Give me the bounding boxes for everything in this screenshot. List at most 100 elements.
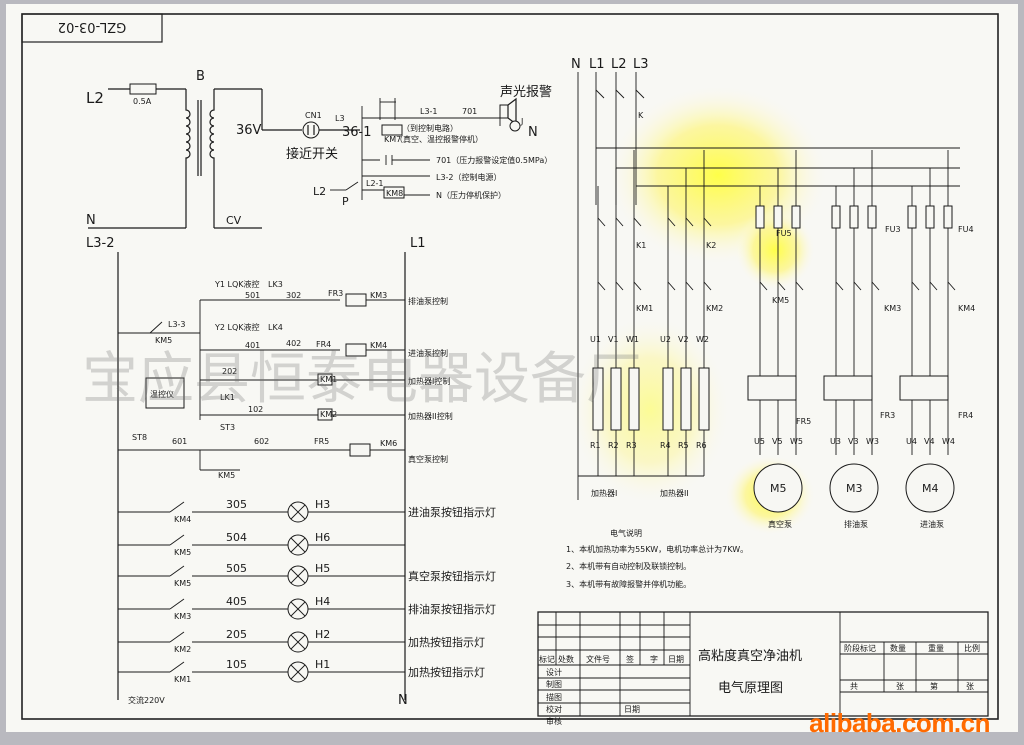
svg-text:L2-1: L2-1 — [366, 179, 384, 188]
svg-text:日期: 日期 — [624, 705, 640, 714]
svg-text:温控仪: 温控仪 — [150, 389, 174, 399]
contactor-contact — [667, 281, 676, 291]
svg-text:接近开关: 接近开关 — [286, 146, 338, 162]
svg-text:N: N — [86, 213, 96, 228]
contactor-contact — [835, 281, 844, 291]
lamp-switch — [169, 501, 185, 513]
svg-text:FR3: FR3 — [328, 289, 343, 298]
svg-text:501: 501 — [245, 291, 260, 300]
lamp-contact-label: KM3 — [174, 612, 191, 621]
svg-text:重量: 重量 — [928, 643, 944, 653]
lamp-wire-number: 505 — [226, 562, 247, 575]
motor-icon — [753, 463, 803, 513]
temperature-controller — [145, 377, 185, 409]
motor-icon — [905, 463, 955, 513]
contactor-contact — [615, 217, 624, 227]
fuse — [773, 205, 783, 229]
motor-label: 进油泵 — [920, 519, 944, 529]
main-switch-contact — [615, 89, 625, 99]
svg-text:FR5: FR5 — [796, 417, 811, 426]
lamp-label: 加热按钮指示灯 — [408, 665, 485, 679]
svg-text:K1: K1 — [636, 241, 646, 250]
svg-text:LK4: LK4 — [268, 323, 283, 332]
svg-text:LK3: LK3 — [268, 280, 283, 289]
lamp-switch — [169, 598, 185, 610]
svg-text:（到控制电路）: （到控制电路） — [402, 123, 458, 133]
lamp-wire-number: 205 — [226, 628, 247, 641]
motor-name: M3 — [846, 482, 863, 495]
motor-terminal: W5 — [790, 437, 803, 446]
motor-label: 真空泵 — [768, 519, 792, 529]
main-power-circuit: N L1 L2 L3 K K1 K2 FU5 FU3 FU4 KM1 KM2 K… — [571, 57, 975, 529]
svg-text:KM4: KM4 — [958, 304, 975, 313]
transformer-primary — [185, 89, 191, 228]
thermal-relay — [899, 375, 949, 401]
lamp-contact-label: KM4 — [174, 515, 191, 524]
svg-text:FU5: FU5 — [776, 229, 792, 238]
svg-text:0.5A: 0.5A — [133, 97, 152, 106]
watermark: 宝应县恒泰电器设备厂 — [82, 347, 642, 412]
svg-text:L3: L3 — [335, 114, 345, 123]
svg-text:L1: L1 — [589, 57, 605, 72]
svg-text:K2: K2 — [706, 241, 716, 250]
heater-resistor — [680, 367, 692, 431]
svg-text:FR4: FR4 — [958, 411, 973, 420]
svg-text:402: 402 — [286, 339, 301, 348]
svg-text:202: 202 — [222, 367, 237, 376]
svg-text:比例: 比例 — [964, 643, 980, 653]
svg-text:共: 共 — [850, 682, 858, 691]
motor-terminal: V4 — [924, 437, 935, 446]
svg-text:描图: 描图 — [546, 692, 562, 702]
resistor-label: R2 — [608, 441, 619, 450]
lamp-label: 真空泵按钮指示灯 — [408, 569, 496, 583]
svg-text:KM2: KM2 — [320, 410, 337, 419]
motor-terminal: V5 — [772, 437, 783, 446]
svg-text:FR4: FR4 — [316, 340, 331, 349]
heater-resistor — [698, 367, 710, 431]
row-drain-pump: 排油泵控制 — [408, 296, 448, 306]
svg-text:校对: 校对 — [546, 704, 562, 714]
svg-text:36-1: 36-1 — [342, 125, 372, 140]
svg-text:加热器I: 加热器I — [591, 488, 617, 498]
svg-text:（真空、温控报警停机）: （真空、温控报警停机） — [395, 134, 483, 144]
terminal-label: W1 — [626, 335, 639, 344]
svg-text:处数: 处数 — [558, 654, 574, 664]
lamp-id: H4 — [315, 595, 330, 608]
svg-text:KM5: KM5 — [155, 336, 172, 345]
row-feed-pump: 进油泵控制 — [408, 348, 448, 358]
svg-text:L3: L3 — [633, 57, 649, 72]
svg-text:签: 签 — [626, 654, 634, 664]
contactor-contact — [633, 217, 642, 227]
lamp-wire-number: 405 — [226, 595, 247, 608]
lamp-switch — [169, 565, 185, 577]
transformer-secondary — [209, 89, 215, 228]
svg-text:数量: 数量 — [890, 643, 906, 653]
lamp-label: 加热按钮指示灯 — [408, 635, 485, 649]
fuse — [849, 205, 859, 229]
lamp-contact-label: KM2 — [174, 645, 191, 654]
row-vacuum-pump: 真空泵控制 — [408, 454, 448, 464]
electrical-notes: 电气说明 1、本机加热功率为55KW，电机功率总计为7KW。 2、本机带有自动控… — [566, 528, 748, 589]
svg-text:第: 第 — [930, 681, 938, 691]
svg-text:L2: L2 — [313, 185, 326, 198]
svg-text:602: 602 — [254, 437, 269, 446]
svg-text:N（压力停机保护）: N（压力停机保护） — [436, 190, 506, 200]
label-l2: L2 — [86, 89, 104, 107]
resistor-label: R4 — [660, 441, 671, 450]
svg-text:L3-3: L3-3 — [168, 320, 186, 329]
terminal-label: U2 — [660, 335, 671, 344]
svg-text:KM8: KM8 — [386, 189, 403, 198]
svg-text:FU4: FU4 — [958, 225, 974, 234]
svg-text:FR5: FR5 — [314, 437, 329, 446]
svg-text:张: 张 — [966, 682, 974, 691]
svg-text:KM7: KM7 — [384, 135, 401, 144]
svg-text:P: P — [342, 195, 349, 208]
svg-text:L3-1: L3-1 — [420, 107, 438, 116]
motor-icon — [829, 463, 879, 513]
motor-terminal: U3 — [830, 437, 841, 446]
svg-text:标记: 标记 — [539, 654, 555, 664]
svg-text:CN1: CN1 — [305, 111, 322, 120]
contactor-contact — [597, 281, 606, 291]
svg-text:701: 701 — [462, 107, 477, 116]
contactor-contact — [703, 281, 712, 291]
